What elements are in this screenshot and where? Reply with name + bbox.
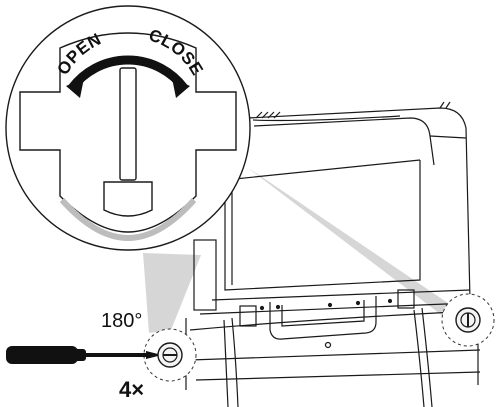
rotation-arrow-icon	[68, 55, 188, 91]
fastener-left	[143, 328, 197, 382]
fastener-count-label: 4×	[119, 377, 144, 402]
magnifier-detail: OPEN CLOSE	[5, 5, 251, 251]
screwdriver-icon	[6, 346, 158, 364]
rotation-angle-label: 180°	[101, 310, 142, 332]
zoom-beams	[143, 168, 470, 333]
fastener-tab	[103, 181, 153, 217]
fastener-right	[441, 293, 495, 347]
zoom-beam-left	[143, 253, 201, 333]
fastener-slot	[119, 67, 137, 181]
zoom-beam-right	[248, 168, 470, 326]
